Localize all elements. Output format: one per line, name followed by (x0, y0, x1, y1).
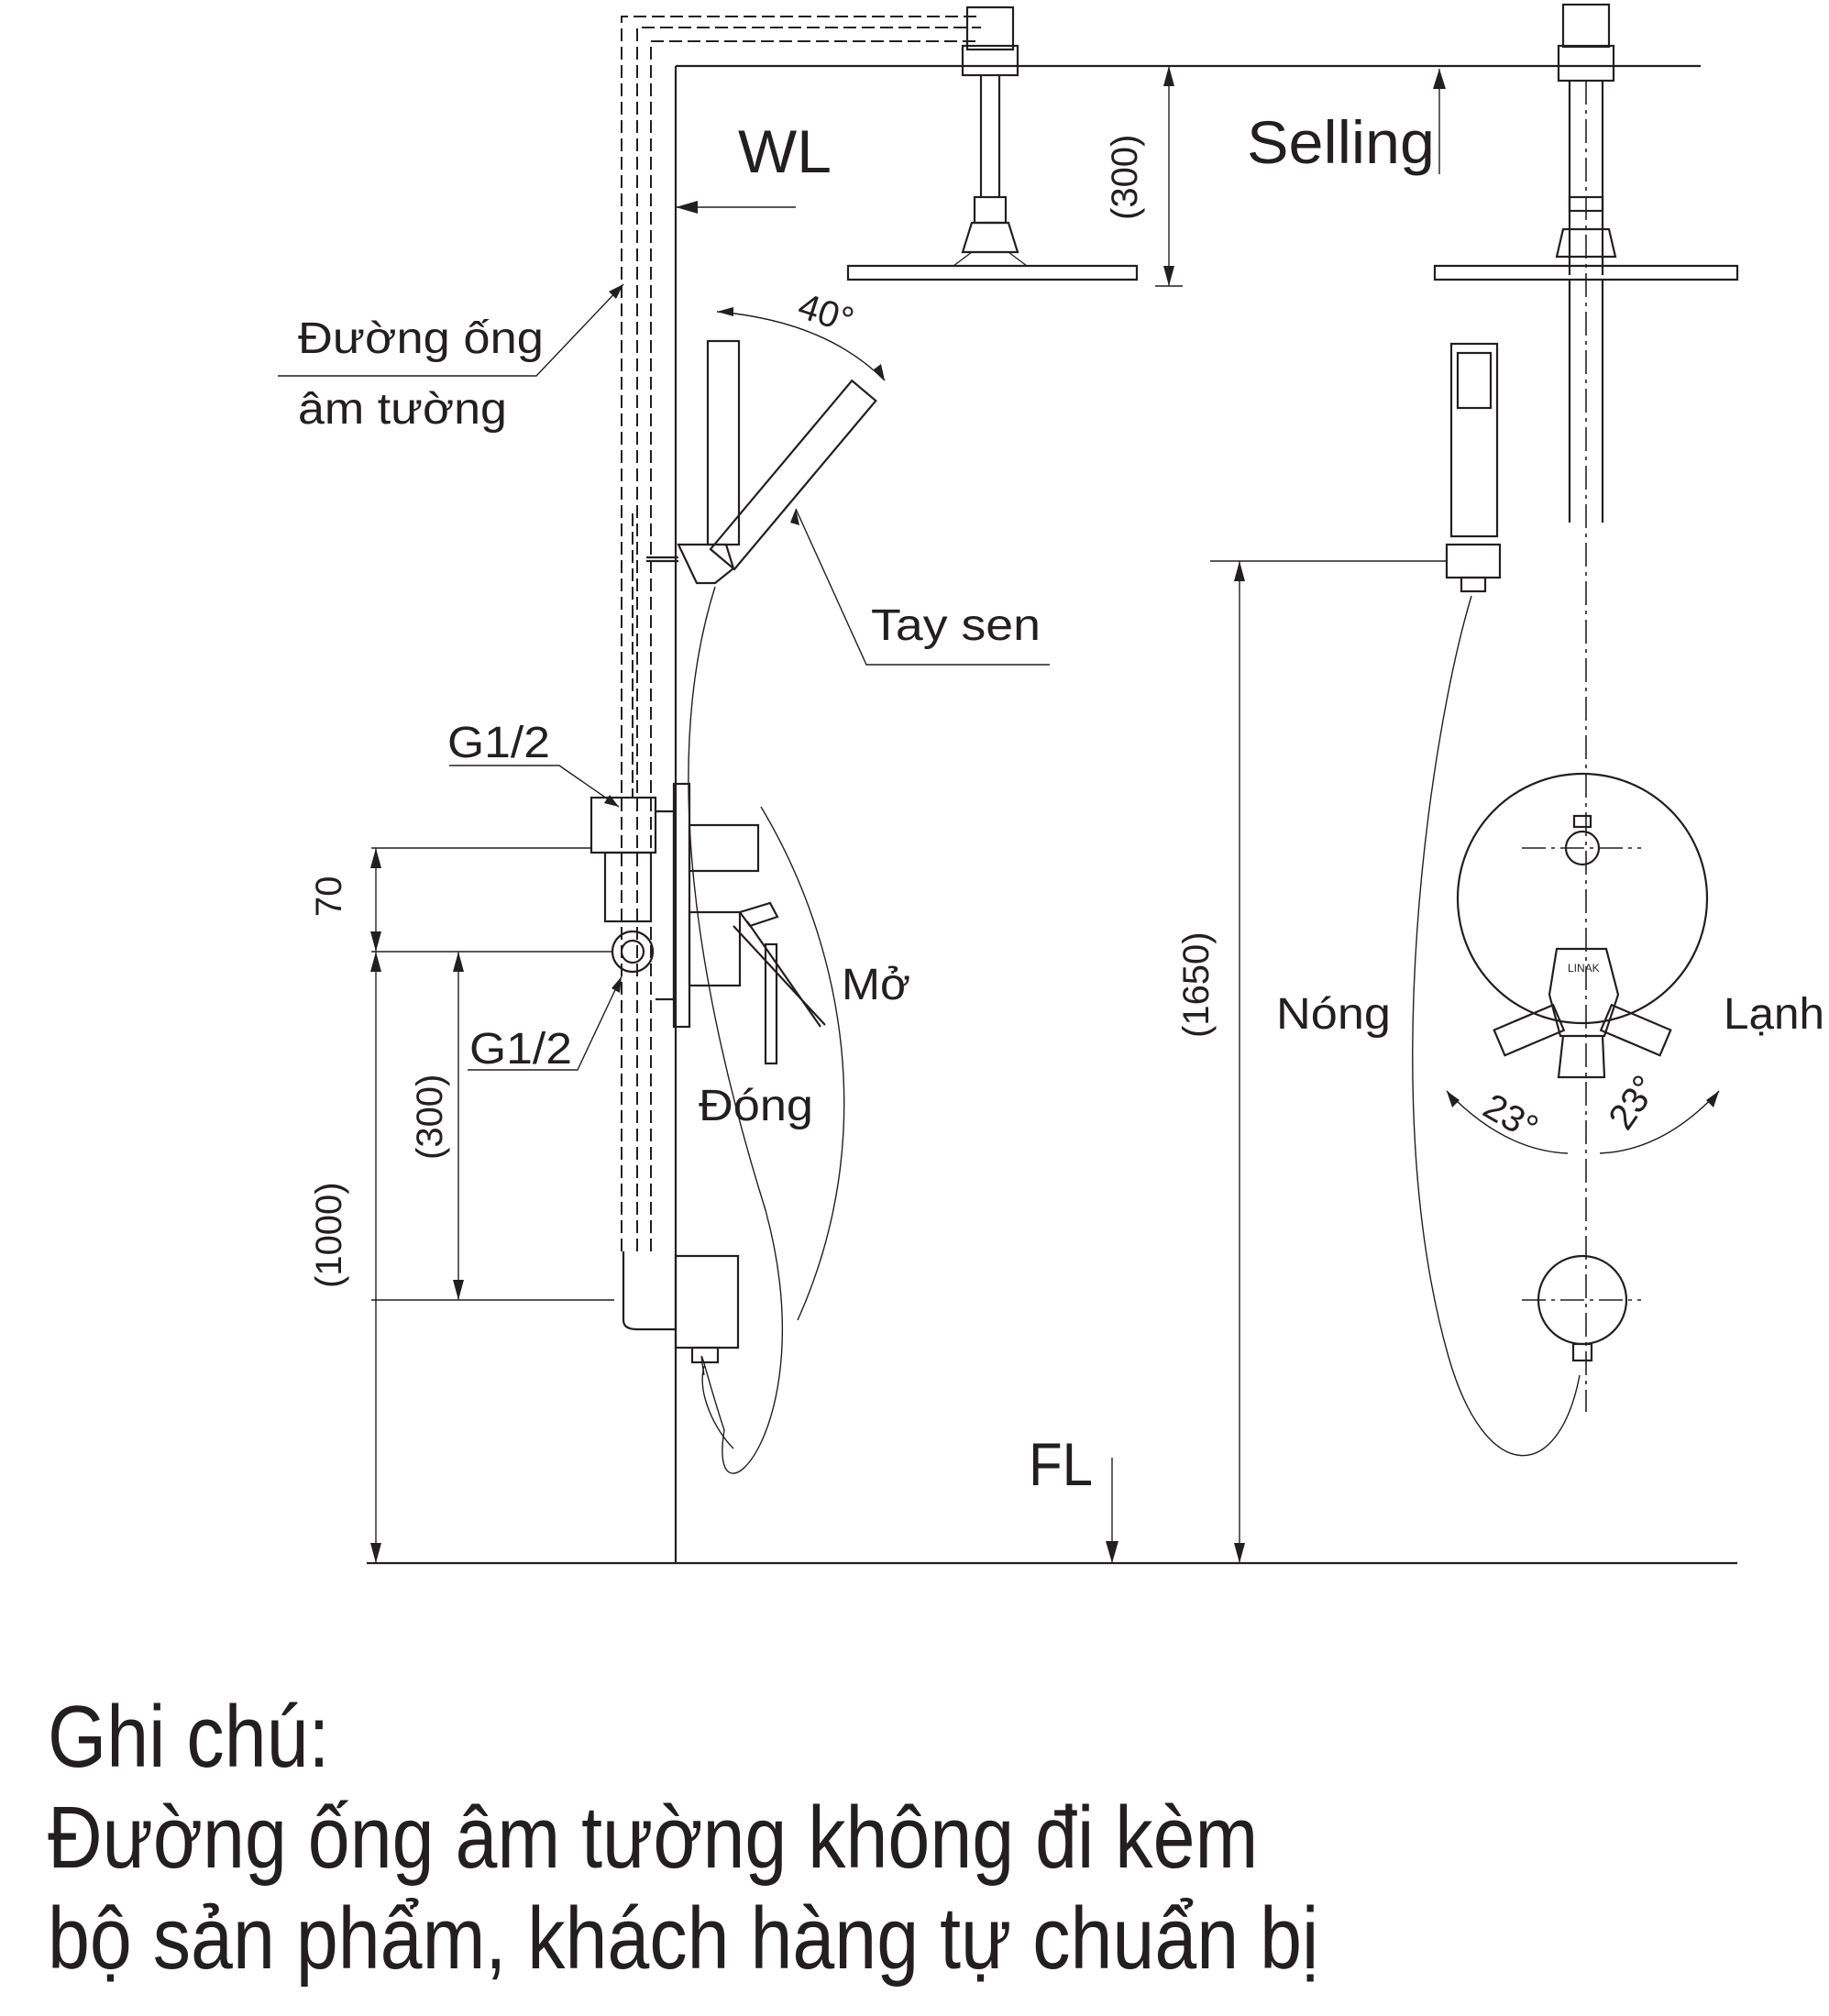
diverter-side (622, 1251, 740, 1449)
hose-front (1412, 595, 1581, 1457)
side-view (278, 6, 1737, 1565)
dim-valve-height-text: (1000) (309, 1182, 349, 1288)
fl-label: FL (1029, 1430, 1093, 1498)
dim-head-drop (1155, 66, 1183, 287)
angle-arc-40 (716, 311, 886, 381)
concealed-pipe-label-1: Đường ống (298, 314, 544, 363)
ceiling-flange-front (1561, 3, 1611, 49)
shower-installation-drawing: LINAK WL Selling FL Đường ống âm tường T… (278, 3, 1824, 1565)
dim-head-drop-text: (300) (1105, 135, 1145, 220)
leader-concealed-pipe (278, 283, 624, 377)
hand-shower-label: Tay sen (871, 601, 1041, 650)
cold-label: Lạnh (1724, 990, 1824, 1039)
leader-hand-shower (795, 508, 1050, 666)
note-line-1: Đường ống âm tường không đi kèm (48, 1789, 1259, 1887)
close-label: Đóng (699, 1082, 813, 1130)
dim-lines-left (370, 847, 614, 1563)
overhead-shower-front (1433, 264, 1739, 281)
angle-23-left-label: 23° (1477, 1086, 1545, 1149)
hot-label: Nóng (1276, 990, 1391, 1039)
dim-inlet-offset-text: 70 (309, 876, 349, 918)
hose-side (688, 586, 784, 1474)
concealed-pipe (621, 16, 981, 1251)
note-title: Ghi chú: (48, 1688, 330, 1786)
hand-shower-side (646, 339, 877, 585)
wl-arrow (676, 201, 796, 214)
angle-40-label: 40° (793, 286, 858, 342)
concealed-pipe-label-2: âm tường (298, 385, 507, 434)
svg-text:LINAK: LINAK (1568, 962, 1600, 975)
fl-arrow (1106, 1458, 1118, 1563)
angle-arc-right (1599, 1090, 1720, 1154)
hand-shower-front (1445, 342, 1502, 593)
ceiling-label: Selling (1247, 108, 1435, 176)
note-line-2: bộ sản phẩm, khách hàng tự chuẩn bị (48, 1889, 1319, 1988)
dim-hand-holder-height-text: (1650) (1176, 931, 1217, 1038)
leader-g12-top (449, 765, 620, 808)
mixer-plate-front: LINAK (1456, 772, 1709, 1079)
leader-g12-bottom (468, 975, 623, 1071)
g12-bottom-label: G1/2 (469, 1025, 572, 1074)
front-view: LINAK (1210, 3, 1739, 1563)
open-label: Mở (842, 961, 910, 1009)
installation-note: Ghi chú: Đường ống âm tường không đi kèm… (48, 1687, 1546, 1989)
mixer-valve-side (589, 782, 826, 1065)
dim-diverter-to-valve-text: (300) (410, 1074, 450, 1160)
wl-label: WL (738, 117, 832, 185)
angle-23-right-label: 23° (1601, 1068, 1666, 1137)
overhead-shower-side (846, 6, 1139, 281)
g12-top-label: G1/2 (447, 719, 550, 767)
angle-arc-left (1446, 1090, 1569, 1154)
